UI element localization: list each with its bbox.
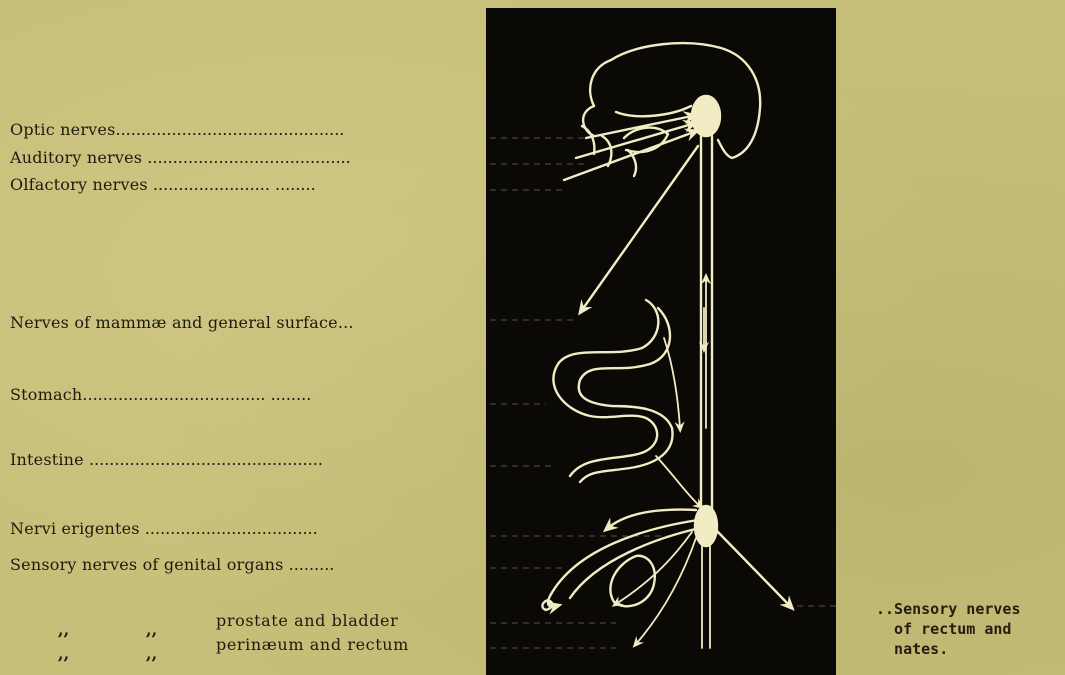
label-nervi-erigentes: Nervi erigentes ........................…: [10, 520, 318, 538]
mammae-nerve-path: [582, 146, 698, 310]
stomach-outline: [553, 300, 658, 476]
label-auditory-nerves: Auditory nerves ........................…: [10, 149, 351, 167]
ditto-mark: ,,: [58, 620, 69, 639]
ditto-mark: ,,: [146, 620, 157, 639]
optic-nerve-path: [586, 116, 692, 138]
ditto-mark: ,,: [58, 644, 69, 663]
label-sensory-nerves-genital: Sensory nerves of genital organs .......…: [10, 556, 334, 574]
label-perinaeum-rectum: perinæum and rectum: [216, 635, 409, 654]
brain-center-node: [692, 96, 720, 136]
label-prostate-bladder: prostate and bladder: [216, 611, 398, 630]
nervous-system-diagram: [486, 8, 836, 675]
brain-inner-fold: [616, 106, 691, 116]
lumbar-center-node: [695, 506, 717, 546]
genital-organ-inner: [570, 528, 700, 598]
intestine-nerve-path: [656, 456, 700, 506]
label-optic-nerves: Optic nerves............................…: [10, 121, 344, 139]
label-sensory-nerves-rectum: ..Sensory nerves of rectum and nates.: [876, 599, 1065, 659]
panel-leader-lines: [490, 138, 836, 648]
perinaeum-path: [636, 538, 696, 644]
cerebellum: [624, 128, 668, 152]
label-intestine: Intestine ..............................…: [10, 451, 323, 469]
label-olfactory-nerves: Olfactory nerves .......................…: [10, 176, 316, 194]
rectum-sensory-path: [716, 530, 790, 606]
ditto-mark: ,,: [146, 644, 157, 663]
nervi-erigentes-path: [608, 510, 696, 528]
label-stomach: Stomach.................................…: [10, 386, 311, 404]
label-nerves-of-mammae: Nerves of mammæ and general surface...: [10, 314, 354, 332]
